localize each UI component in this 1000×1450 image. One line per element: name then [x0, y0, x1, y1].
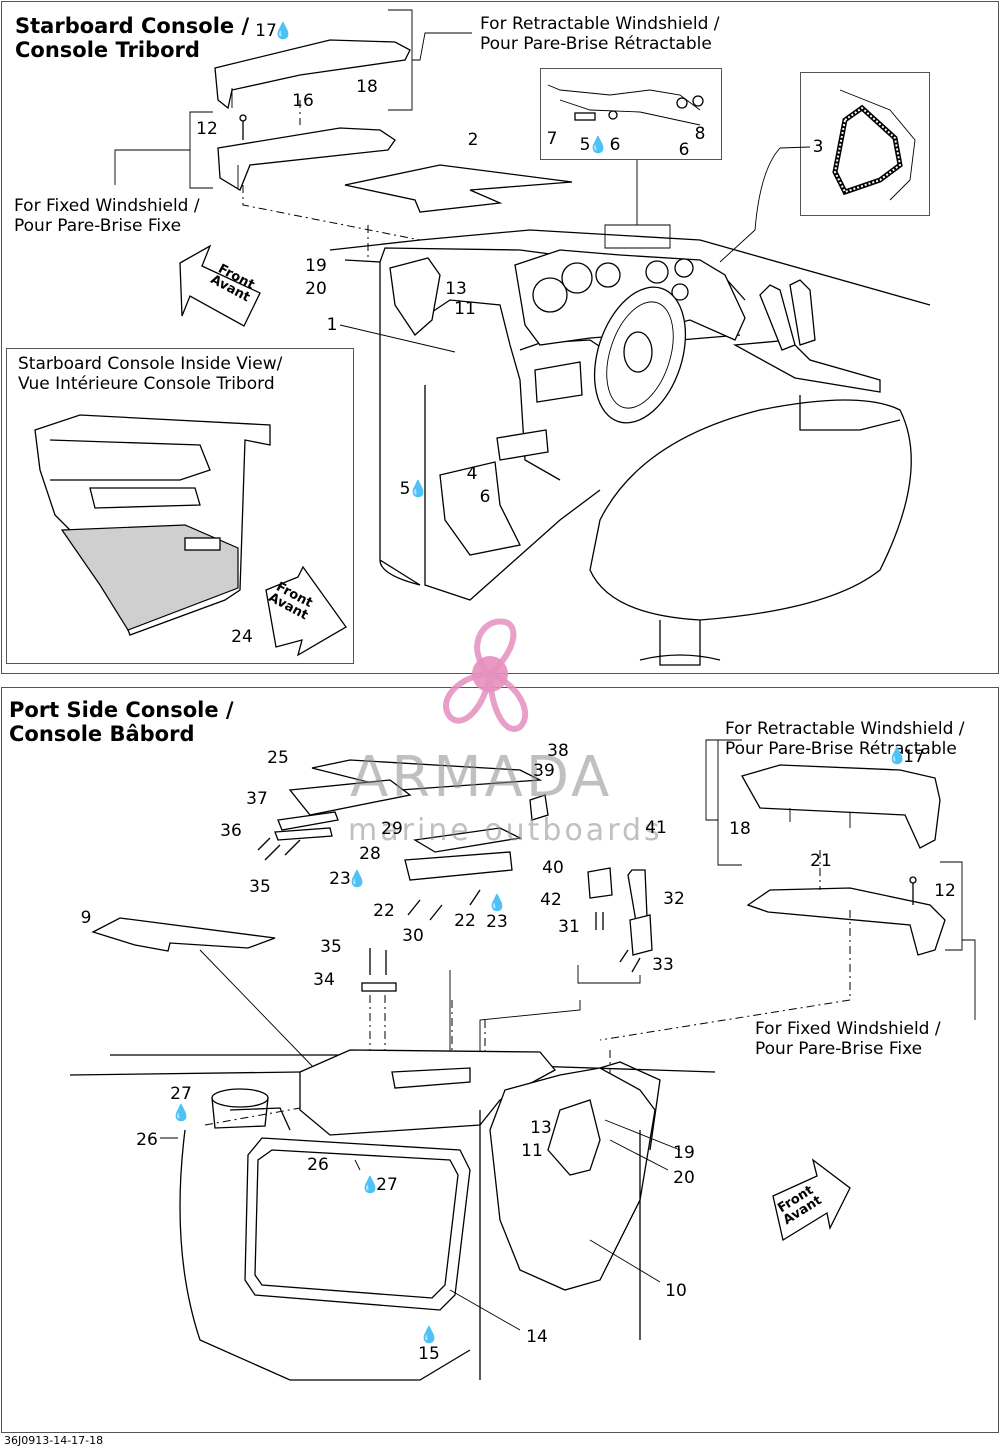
callout: 26	[307, 1155, 329, 1175]
callout: 14	[526, 1327, 548, 1347]
watermark-brand: ARMADA	[350, 745, 613, 810]
callout: 13	[445, 279, 467, 299]
starboard-fixed-note: For Fixed Windshield /Pour Pare-Brise Fi…	[14, 196, 200, 236]
callout: 40	[542, 858, 564, 878]
callout: 9	[80, 908, 92, 928]
drop-icon: 💧	[171, 1103, 191, 1122]
callout: 36	[220, 821, 242, 841]
callout: 5	[579, 135, 591, 155]
port-fixed-note: For Fixed Windshield /Pour Pare-Brise Fi…	[755, 1019, 941, 1059]
retractable-hardware-box	[540, 68, 722, 160]
callout: 16	[292, 91, 314, 111]
drop-icon: 💧	[887, 746, 907, 765]
callout: 22	[373, 901, 395, 921]
callout: 17	[255, 21, 277, 41]
drop-icon: 💧	[408, 479, 428, 498]
callout: 32	[663, 889, 685, 909]
callout: 19	[673, 1143, 695, 1163]
callout: 25	[267, 748, 289, 768]
callout: 17	[903, 747, 925, 767]
callout: 7	[546, 129, 558, 149]
callout: 20	[673, 1168, 695, 1188]
drop-icon: 💧	[360, 1175, 380, 1194]
callout: 41	[645, 818, 667, 838]
armada-propeller-logo	[443, 618, 529, 732]
callout: 42	[540, 890, 562, 910]
callout: 21	[810, 851, 832, 871]
callout: 31	[558, 917, 580, 937]
callout: 13	[530, 1118, 552, 1138]
callout: 18	[729, 819, 751, 839]
callout: 12	[934, 881, 956, 901]
callout: 34	[313, 970, 335, 990]
callout: 2	[467, 130, 479, 150]
callout: 3	[812, 137, 824, 157]
callout: 11	[454, 299, 476, 319]
drop-icon: 💧	[273, 21, 293, 40]
callout: 23	[486, 912, 508, 932]
starboard-console-title: Starboard Console /Console Tribord	[15, 14, 250, 62]
callout: 6	[479, 487, 491, 507]
callout: 24	[231, 627, 253, 647]
callout: 30	[402, 926, 424, 946]
callout: 35	[249, 877, 271, 897]
callout: 35	[320, 937, 342, 957]
front-arrow-inside-icon	[265, 565, 347, 657]
callout: 38	[547, 741, 569, 761]
callout: 12	[196, 119, 218, 139]
callout: 8	[694, 124, 706, 144]
port-console-title: Port Side Console /Console Bâbord	[9, 698, 234, 746]
callout: 27	[376, 1175, 398, 1195]
drop-icon: 💧	[419, 1325, 439, 1344]
callout: 6	[678, 140, 690, 160]
watermark-tagline: marine outboards	[348, 813, 663, 848]
front-arrow-top-icon	[179, 244, 261, 327]
drawing-number: 36J0913-14-17-18	[4, 1434, 104, 1447]
callout: 33	[652, 955, 674, 975]
callout: 26	[136, 1130, 158, 1150]
callout: 27	[170, 1084, 192, 1104]
drop-icon: 💧	[487, 893, 507, 912]
callout: 15	[418, 1344, 440, 1364]
callout: 6	[609, 135, 621, 155]
starboard-retractable-note: For Retractable Windshield /Pour Pare-Br…	[480, 14, 720, 54]
callout: 22	[454, 911, 476, 931]
callout: 18	[356, 77, 378, 97]
drop-icon: 💧	[347, 869, 367, 888]
callout: 4	[466, 464, 478, 484]
callout: 37	[246, 789, 268, 809]
callout: 29	[381, 819, 403, 839]
callout: 10	[665, 1281, 687, 1301]
callout: 28	[359, 844, 381, 864]
callout: 20	[305, 279, 327, 299]
drop-icon: 💧	[588, 135, 608, 154]
inside-view-note: Starboard Console Inside View/Vue Intéri…	[18, 354, 283, 394]
callout: 19	[305, 256, 327, 276]
callout: 11	[521, 1141, 543, 1161]
callout: 39	[533, 761, 555, 781]
seal-detail-box	[800, 72, 930, 216]
callout: 5	[399, 479, 411, 499]
front-arrow-bottom-icon	[772, 1158, 851, 1242]
callout: 23	[329, 869, 351, 889]
port-retractable-note: For Retractable Windshield /Pour Pare-Br…	[725, 719, 965, 759]
callout: 1	[326, 315, 338, 335]
